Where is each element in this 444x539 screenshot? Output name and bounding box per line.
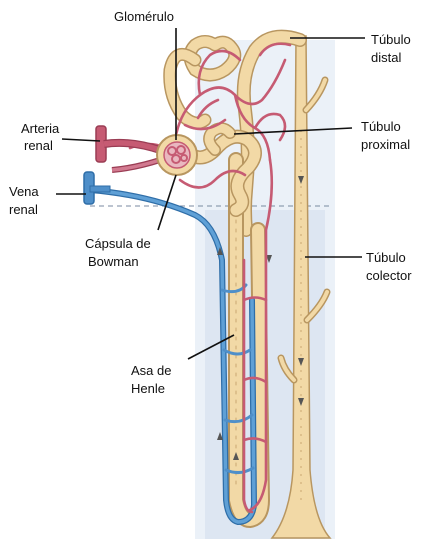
label-vena-renal-line2: renal: [9, 202, 38, 217]
label-arteria-renal-line1: Arteria: [21, 121, 60, 136]
label-asa-henle-line2: Henle: [131, 381, 165, 396]
label-capsula-bowman-line1: Cápsula de: [85, 236, 151, 251]
label-tubulo-proximal-line1: Túbulo: [361, 119, 401, 134]
label-tubulo-distal-line1: Túbulo: [371, 32, 411, 47]
label-tubulo-colector-line2: colector: [366, 268, 412, 283]
label-tubulo-proximal-line2: proximal: [361, 137, 410, 152]
label-tubulo-colector-line1: Túbulo: [366, 250, 406, 265]
renal-vein: [84, 172, 110, 204]
label-glomerulo: Glomérulo: [114, 9, 174, 24]
label-tubulo-distal-line2: distal: [371, 50, 401, 65]
renal-artery: [96, 126, 160, 170]
label-capsula-bowman-line2: Bowman: [88, 254, 139, 269]
label-arteria-renal-line2: renal: [24, 138, 53, 153]
label-asa-henle-line1: Asa de: [131, 363, 171, 378]
label-vena-renal-line1: Vena: [9, 184, 39, 199]
